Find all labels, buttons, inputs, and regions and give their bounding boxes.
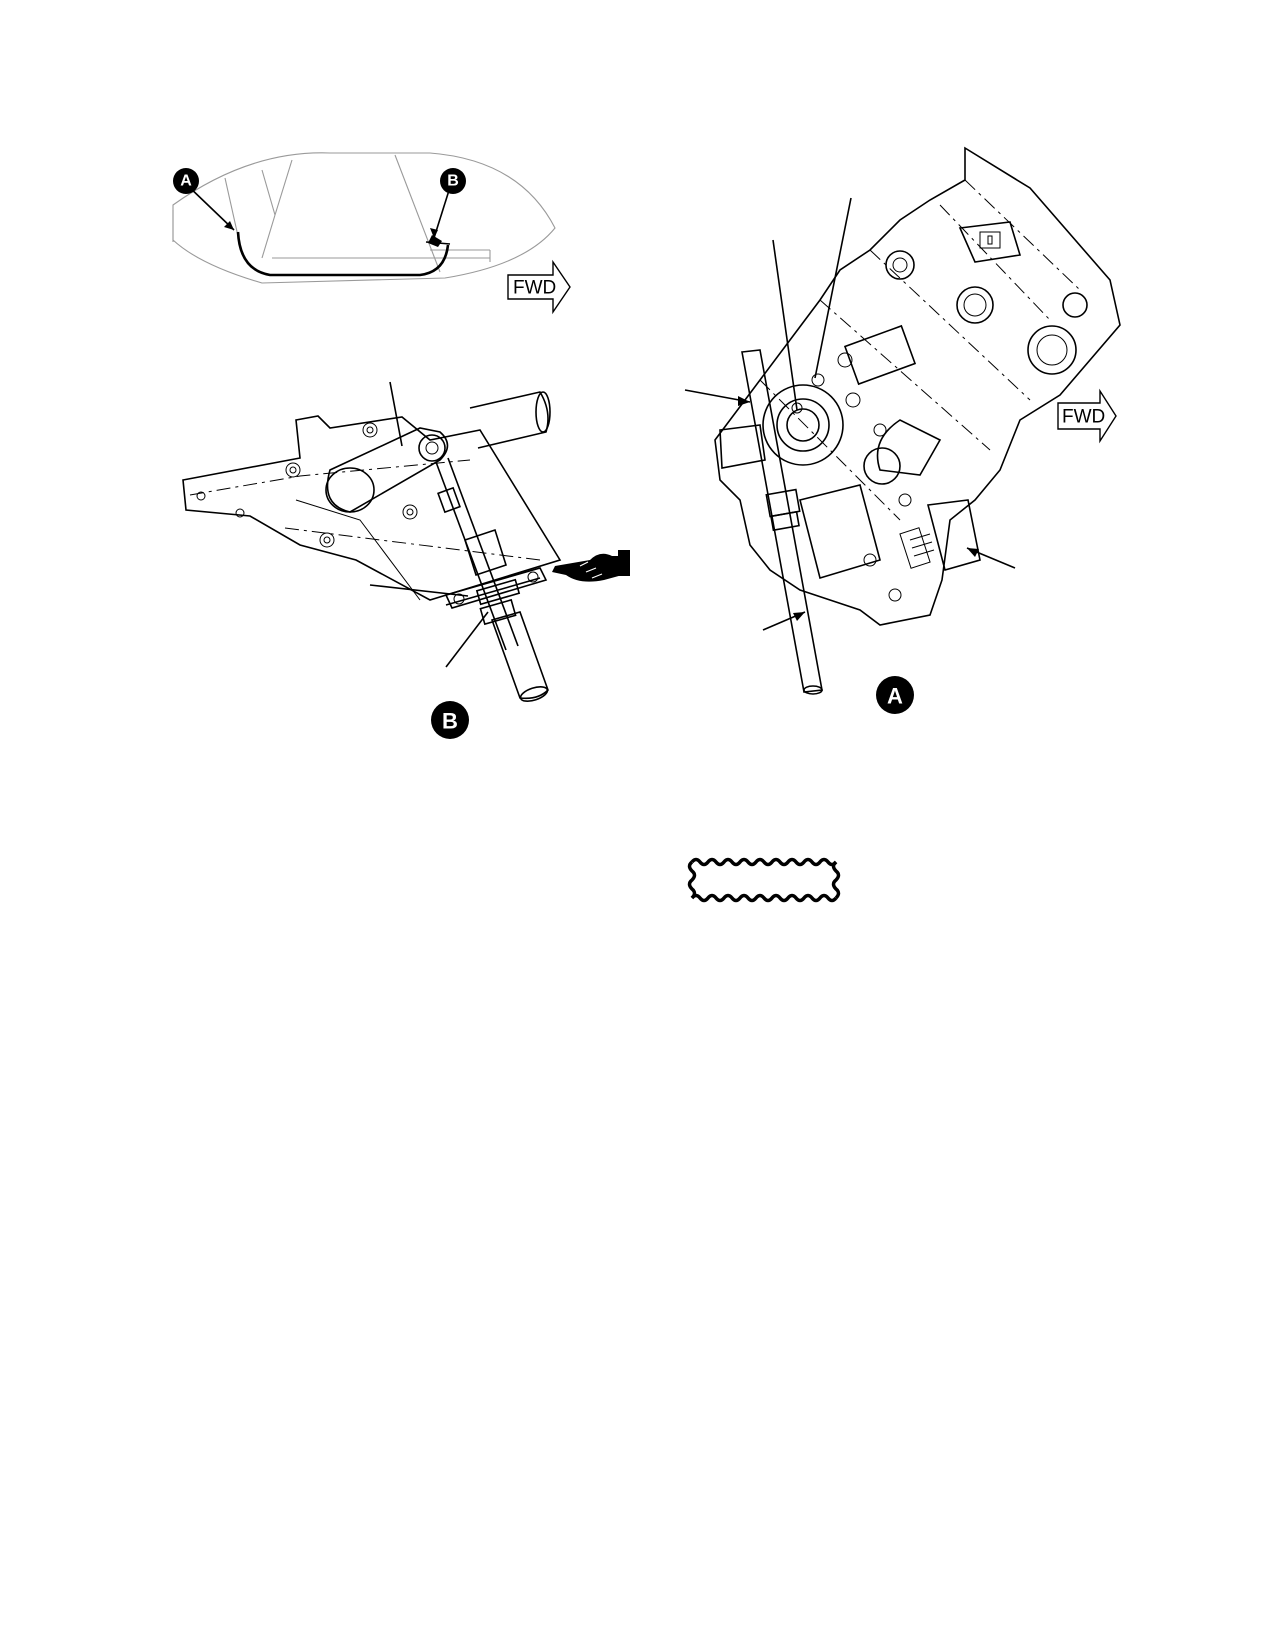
callout-b: B — [430, 168, 466, 239]
pointing-hand-icon — [552, 550, 630, 582]
detail-b-illustration — [182, 391, 562, 702]
detail-a-illustration — [714, 146, 1121, 695]
aircraft-overview — [172, 152, 556, 284]
detail-label-a-text: A — [887, 684, 903, 709]
callout-a: A — [173, 168, 235, 231]
wavy-border-stamp — [687, 857, 841, 903]
fwd-arrow-overview: FWD — [507, 259, 571, 315]
fwd-label-overview: FWD — [513, 278, 556, 299]
callout-b-label: B — [447, 173, 459, 190]
fwd-label-detail-a: FWD — [1062, 407, 1105, 428]
detail-label-a: A — [876, 676, 914, 714]
detail-label-b: B — [431, 701, 469, 739]
callout-a-label: A — [180, 173, 192, 190]
detail-label-b-text: B — [442, 709, 458, 734]
fwd-arrow-detail-a: FWD — [1057, 388, 1117, 444]
